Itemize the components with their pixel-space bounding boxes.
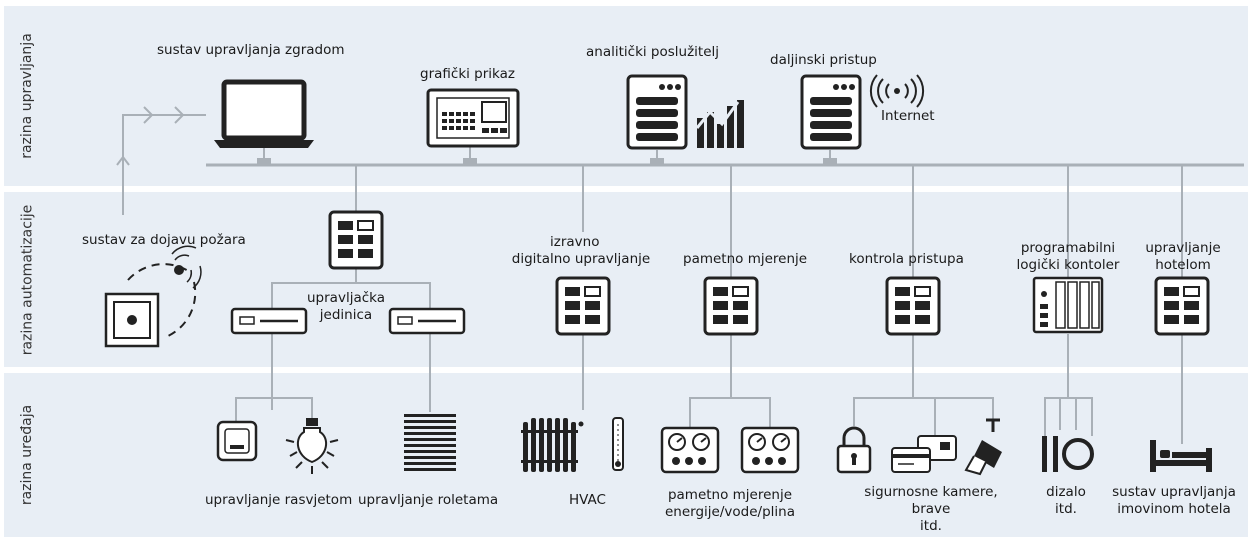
security-camera-icon <box>964 418 1002 476</box>
graphic-display-label: grafički prikaz <box>420 66 515 82</box>
utility-meter-icon <box>660 426 720 474</box>
fire-alarm-icon <box>104 245 202 348</box>
key-card-icon <box>891 435 957 473</box>
analytics-server-icon <box>626 74 688 150</box>
control-unit-icon <box>230 307 308 335</box>
radiator-icon <box>521 418 584 472</box>
hotel-controller-icon <box>1154 276 1210 336</box>
thermostat-icon <box>612 417 624 471</box>
fire-alarm-label: sustav za dojavu požara <box>82 232 246 248</box>
management-level-band <box>4 6 1248 186</box>
bms-label: sustav upravljanja zgradom <box>157 42 345 58</box>
ddc-controller-icon <box>555 276 611 336</box>
plc-icon <box>1032 276 1104 334</box>
metering-label: pametno mjerenje <box>683 251 808 267</box>
metering-controller-icon <box>703 276 759 336</box>
hvac-label: HVAC <box>569 492 606 508</box>
utility-meter-icon <box>740 426 800 474</box>
light-switch-icon <box>216 420 258 462</box>
device-level-band <box>4 373 1248 537</box>
bar-chart-icon <box>695 100 744 148</box>
control-unit-icon <box>388 307 466 335</box>
internet-label: Internet <box>881 108 935 124</box>
wifi-signal-icon <box>869 74 925 108</box>
fire-uplink-line <box>122 114 206 215</box>
lighting-label: upravljanje rasvjetom <box>205 492 353 508</box>
remote-access-label: daljinski pristup <box>770 52 877 68</box>
access-control-label: kontrola pristupa <box>849 251 964 267</box>
bed-icon <box>1150 440 1212 472</box>
analytics-server-label: analitički poslužitelj <box>586 44 720 60</box>
light-bulb-icon <box>285 418 339 474</box>
remote-server-icon <box>800 74 862 150</box>
elevator-icon <box>1042 436 1094 472</box>
graphic-display-icon <box>426 88 520 148</box>
access-controller-icon <box>885 276 941 336</box>
blinds-label: upravljanje roletama <box>358 492 499 508</box>
monitor-icon <box>214 79 314 148</box>
blinds-icon <box>404 414 456 471</box>
padlock-icon <box>836 426 872 474</box>
automation-controller-icon <box>328 210 384 270</box>
bus-taps <box>257 158 837 166</box>
